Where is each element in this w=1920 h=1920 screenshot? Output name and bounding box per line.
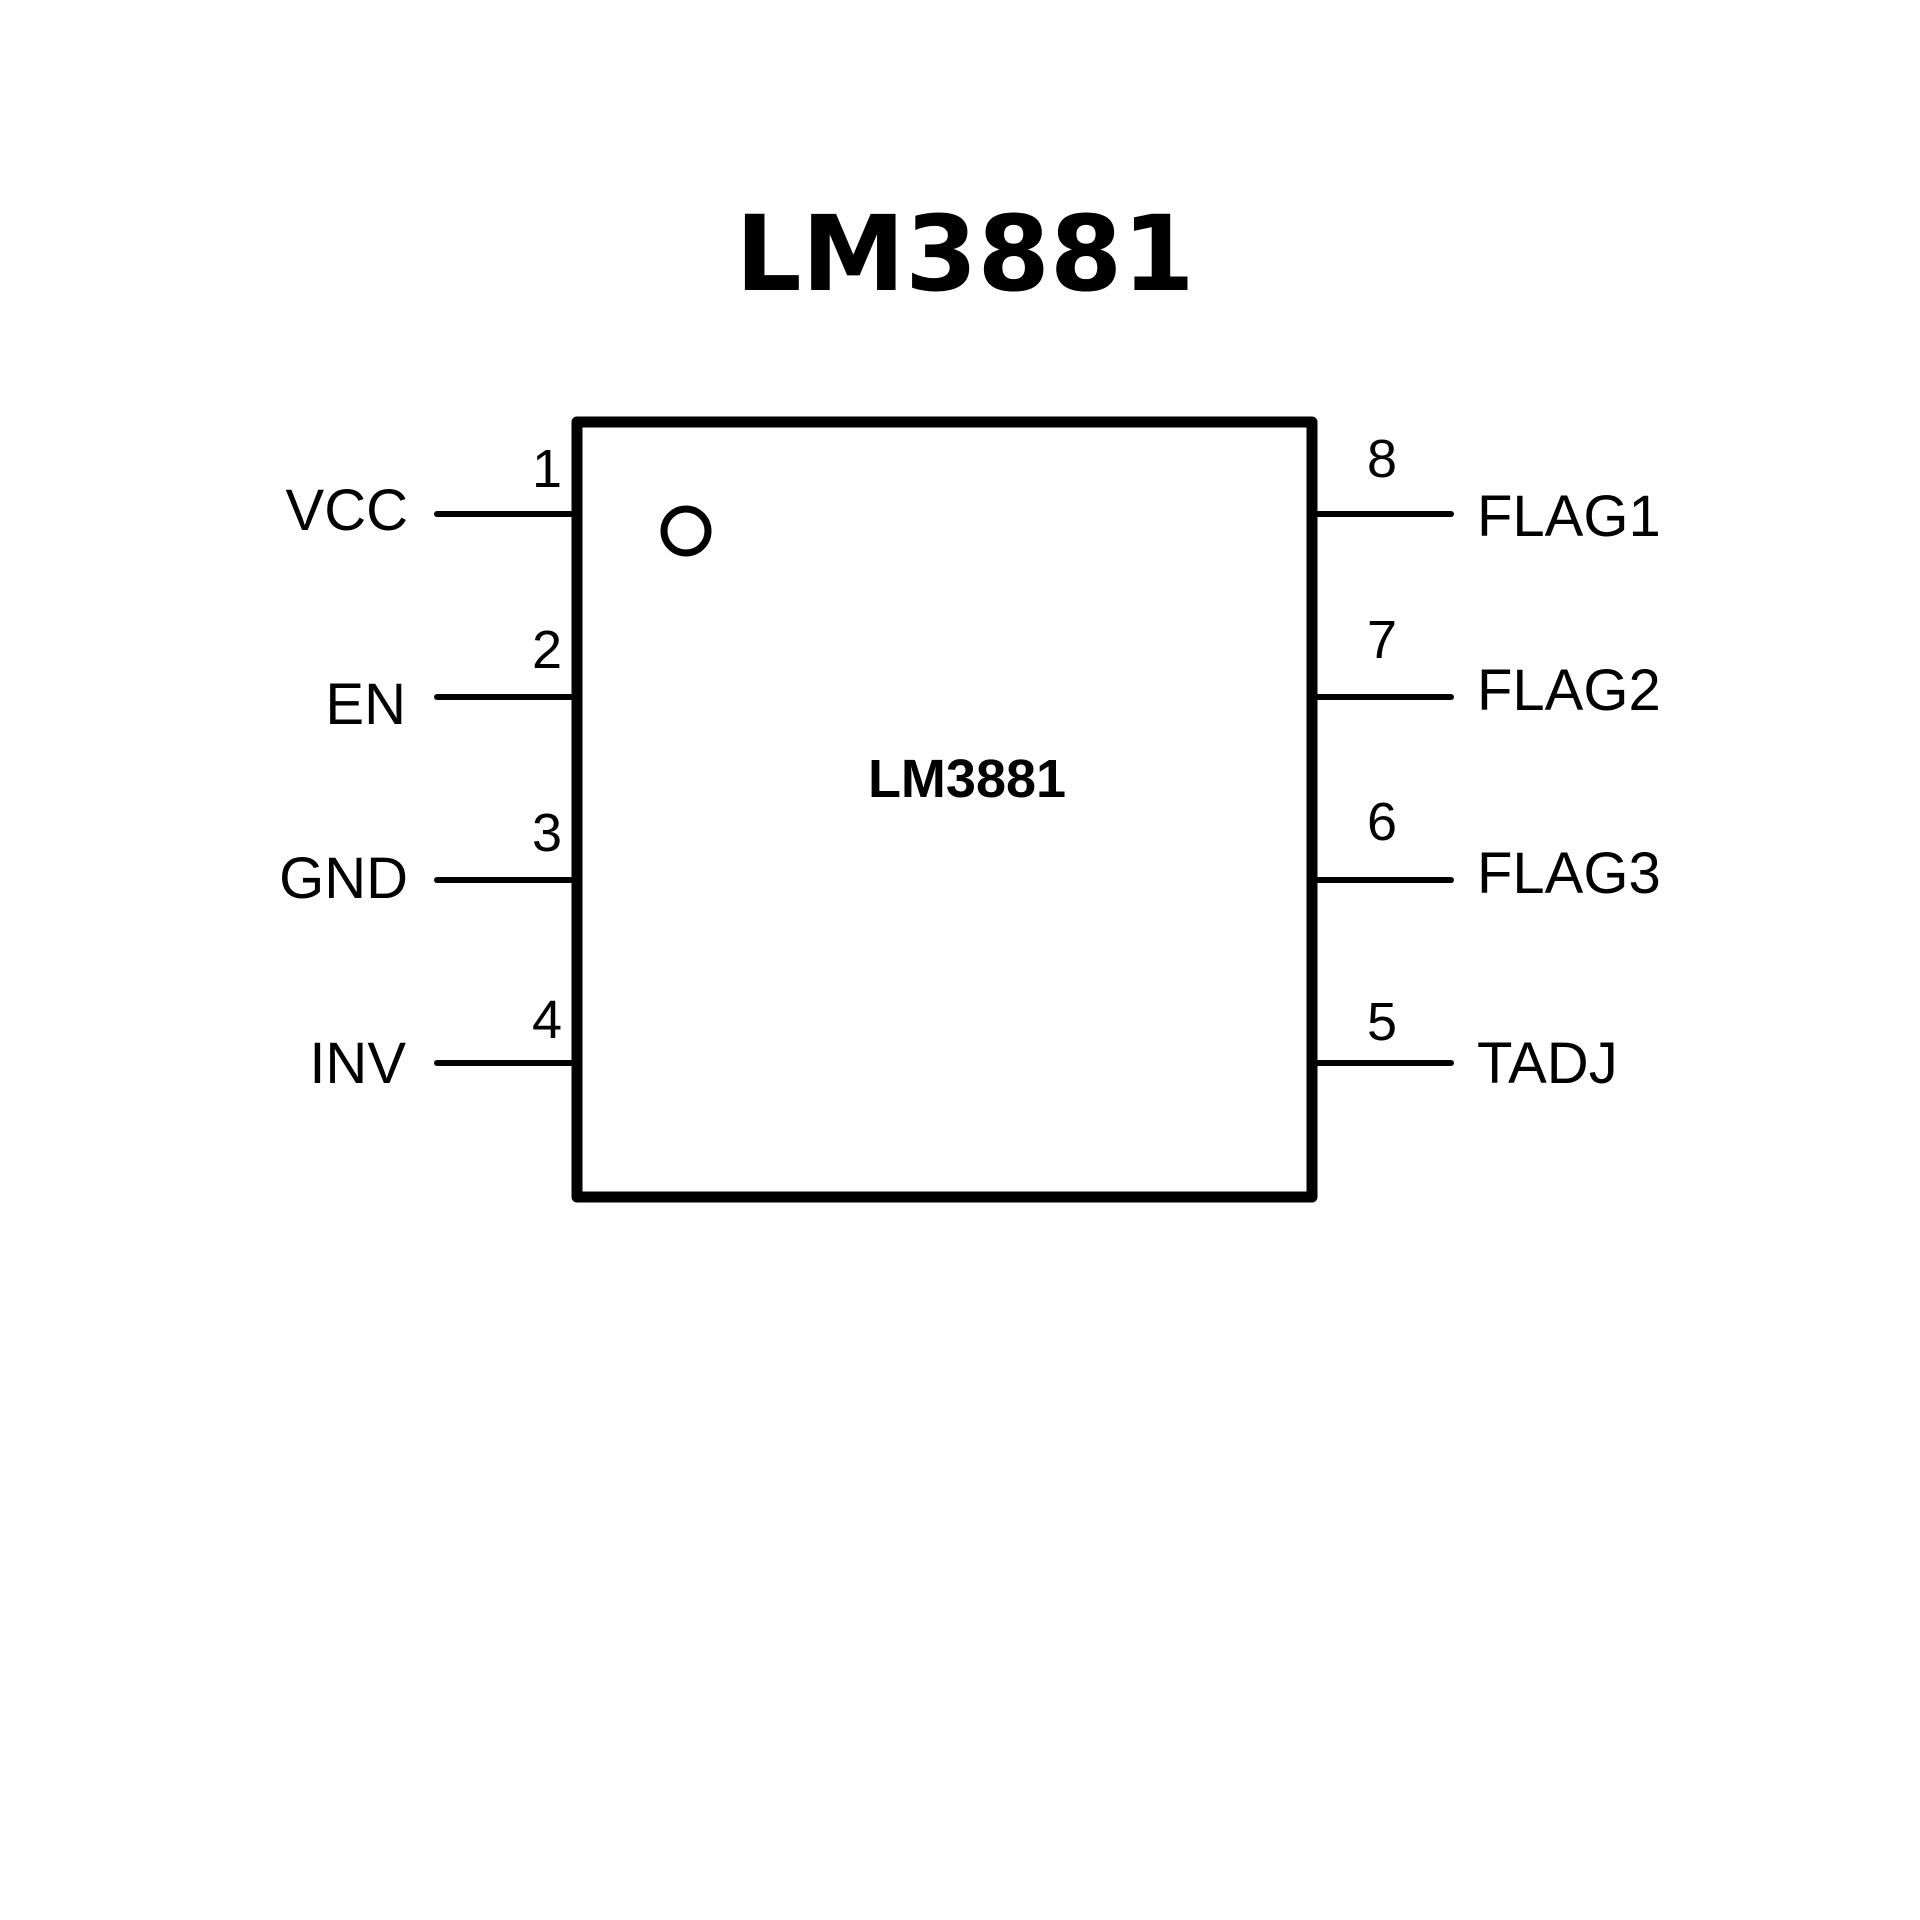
pin-name: VCC — [286, 478, 408, 543]
pin-number: 1 — [532, 439, 562, 499]
pin-number: 4 — [532, 990, 562, 1050]
pin-number: 6 — [1367, 792, 1397, 852]
left-pin-2: 2 EN — [325, 620, 580, 737]
pin-name: FLAG2 — [1477, 658, 1661, 723]
pin-number: 7 — [1367, 610, 1397, 670]
right-pin-8: 8 FLAG1 — [1309, 429, 1661, 549]
pin1-indicator-dot — [660, 505, 712, 557]
pin-name: FLAG1 — [1477, 484, 1661, 549]
pin-number: 3 — [532, 803, 562, 863]
left-pin-4: 4 INV — [309, 990, 580, 1096]
left-pin-1: 1 VCC — [286, 439, 580, 543]
chip-body — [571, 416, 1318, 1203]
pin-name: TADJ — [1477, 1031, 1618, 1096]
pin-name: EN — [325, 672, 406, 737]
diagram-title: LM3881 — [735, 193, 1194, 315]
pin-name: INV — [309, 1031, 406, 1096]
right-pin-6: 6 FLAG3 — [1309, 792, 1661, 906]
pin-number: 8 — [1367, 429, 1397, 489]
pin-number: 2 — [532, 620, 562, 680]
pin-name: FLAG3 — [1477, 841, 1661, 906]
right-pin-5: 5 TADJ — [1309, 992, 1618, 1096]
left-pin-3: 3 GND — [279, 803, 580, 911]
right-pin-7: 7 FLAG2 — [1309, 610, 1661, 723]
pin-number: 5 — [1367, 992, 1397, 1052]
pin-name: GND — [279, 846, 408, 911]
chip-label: LM3881 — [868, 749, 1066, 809]
